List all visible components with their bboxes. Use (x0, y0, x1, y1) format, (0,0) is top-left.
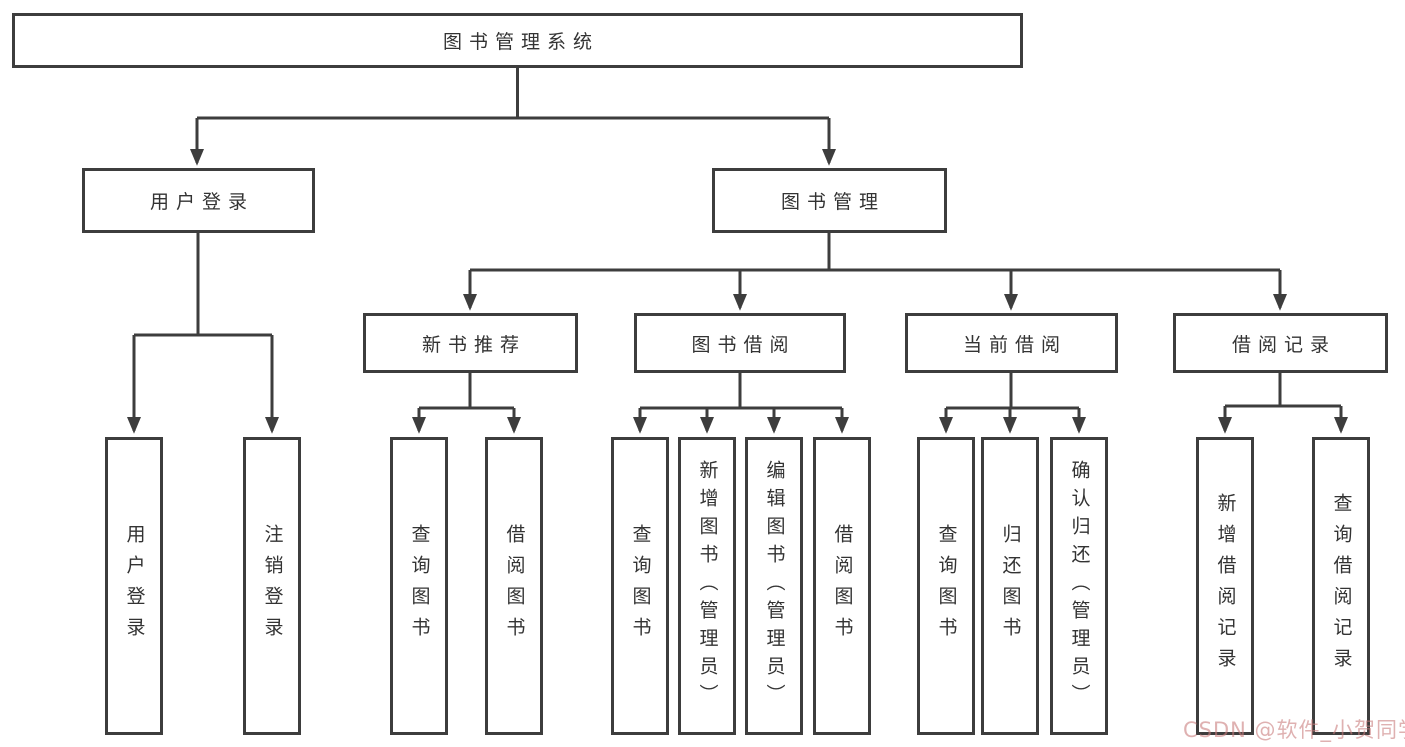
node-label: 查询图书 (629, 524, 652, 648)
node-label: 编辑图书（管理员） (763, 460, 786, 712)
node-confirm-return-admin: 确认归还（管理员） (1050, 437, 1108, 735)
node-add-borrow-record: 新增借阅记录 (1196, 437, 1254, 735)
node-label: 借阅图书 (503, 524, 526, 648)
node-library-management-system: 图书管理系统 (12, 13, 1023, 68)
node-return-books: 归还图书 (981, 437, 1039, 735)
node-edit-books-admin: 编辑图书（管理员） (745, 437, 803, 735)
node-label: 用户登录 (149, 191, 254, 213)
node-label: 查询图书 (408, 524, 431, 648)
node-add-books-admin: 新增图书（管理员） (678, 437, 736, 735)
node-label: 归还图书 (999, 524, 1022, 648)
watermark: CSDN @软件_小贺同学 (1183, 718, 1405, 742)
node-label: 查询借阅记录 (1330, 493, 1353, 679)
node-new-book-recommendation: 新书推荐 (363, 313, 578, 373)
node-book-borrowing: 图书借阅 (634, 313, 846, 373)
node-query-books-current: 查询图书 (917, 437, 975, 735)
node-borrowing-records: 借阅记录 (1173, 313, 1388, 373)
node-query-books-borrowing: 查询图书 (611, 437, 669, 735)
node-current-borrowing: 当前借阅 (905, 313, 1118, 373)
node-label: 借阅记录 (1231, 333, 1336, 356)
node-label: 确认归还（管理员） (1068, 460, 1091, 712)
node-label: 当前借阅 (962, 333, 1067, 356)
node-label: 新书推荐 (421, 333, 526, 356)
node-borrow-books-recommend: 借阅图书 (485, 437, 543, 735)
node-label: 注销登录 (261, 524, 284, 648)
node-user-login: 用户登录 (82, 168, 315, 233)
node-label: 查询图书 (935, 524, 958, 648)
node-book-management: 图书管理 (712, 168, 947, 233)
node-label: 新增借阅记录 (1214, 493, 1237, 679)
node-query-books-recommend: 查询图书 (390, 437, 448, 735)
node-label: 新增图书（管理员） (696, 460, 719, 712)
node-query-borrow-record: 查询借阅记录 (1312, 437, 1370, 735)
node-label: 借阅图书 (831, 524, 854, 648)
node-label: 图书管理系统 (442, 31, 599, 53)
node-logout: 注销登录 (243, 437, 301, 735)
node-label: 图书管理 (780, 191, 885, 213)
node-user-login-action: 用户登录 (105, 437, 163, 735)
node-label: 图书借阅 (691, 333, 796, 356)
node-label: 用户登录 (123, 524, 146, 648)
node-borrow-books-borrowing: 借阅图书 (813, 437, 871, 735)
